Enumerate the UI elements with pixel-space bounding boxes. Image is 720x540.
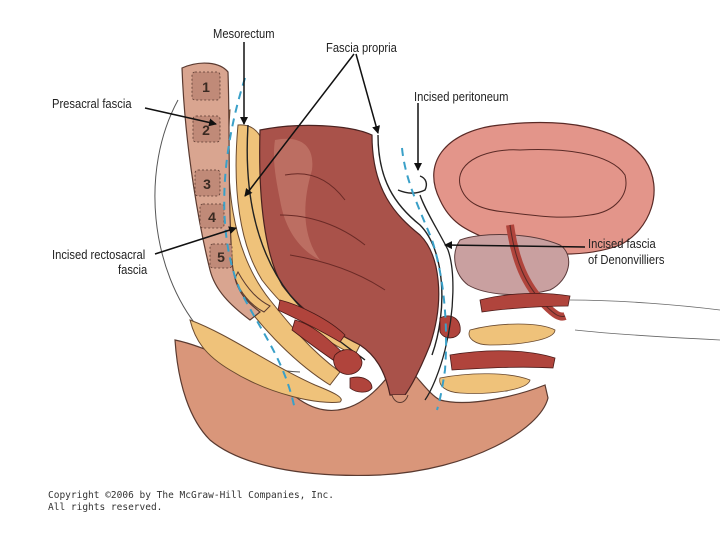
incised-peritoneum-flap [397,175,428,194]
dissection-plane-posterior [223,77,296,411]
dissection-plane-anterior [401,147,448,411]
copyright-line-1: Copyright ©2006 by The McGraw-Hill Compa… [48,490,334,501]
anal-canal [391,394,409,403]
perineal-muscle-right-1 [479,292,571,313]
incised-rectosacral-leader [154,226,237,255]
perineal-muscle-right-2 [449,350,556,371]
label-fascia-propria: Fascia propria [326,40,397,55]
label-incised-peritoneum: Incised peritoneum [414,89,509,104]
label-incised-rectosacral-line2: fascia [118,262,148,277]
copyright-line-2: All rights reserved. [48,502,163,513]
presacral-fascia-leader [144,107,217,127]
sphincter-left-lower [349,376,373,393]
rectum-highlight [273,138,320,260]
label-mesorectum: Mesorectum [213,26,275,41]
vertebra-label-5: 5 [217,249,225,265]
denonvilliers-fascia [419,194,454,401]
levator-muscle-left-1 [277,299,346,343]
fascia-propria-right [377,134,443,356]
vertebra-4 [199,203,225,229]
denonvilliers-leader [444,241,586,250]
label-presacral-fascia: Presacral fascia [52,96,132,111]
vertebra-label-1: 1 [202,79,210,95]
sphincter-left [333,349,363,375]
perineum-skin [174,339,549,476]
prostate [454,234,570,296]
vertebra-1 [191,71,221,101]
fascia-propria-left [246,124,366,361]
bladder-mucosa [459,149,627,218]
copyright-notice: Copyright ©2006 by The McGraw-Hill Compa… [48,490,334,514]
ischiorectal-fat-left [189,319,342,403]
perineal-fat-right-2 [439,373,531,394]
rectum-fold-3 [289,254,386,291]
bladder [433,121,655,255]
artist-signature: ~ [505,390,508,395]
penile-root-outline [569,299,720,341]
label-denonvilliers-line2: of Denonvilliers [588,252,665,267]
vertebra-5 [209,243,233,269]
perineal-fat-right-1 [468,323,556,346]
vertebra-label-3: 3 [203,176,211,192]
vertebra-label-2: 2 [202,122,210,138]
vertebra-label-4: 4 [208,209,216,225]
fascia-propria-leader-left [244,53,355,197]
label-denonvilliers-line1: Incised fascia [588,236,656,251]
rectum-fold-1 [284,173,346,201]
label-incised-rectosacral-line1: Incised rectosacral [52,247,146,262]
fascia-propria-leader-right [355,53,380,134]
rectum-fold-2 [279,214,366,246]
vertebra-3 [194,169,221,197]
